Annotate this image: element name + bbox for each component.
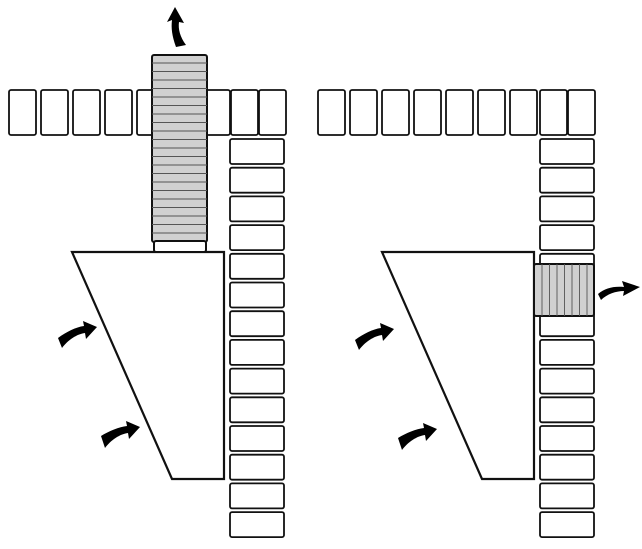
wall-brick	[229, 453, 285, 481]
wall-brick	[539, 453, 595, 481]
ceiling-brick	[509, 89, 538, 136]
range-hood-left	[70, 250, 226, 481]
ceiling-brick	[104, 89, 133, 136]
wall-brick	[229, 310, 285, 338]
ceiling-brick	[567, 89, 596, 136]
wall-brick	[229, 338, 285, 366]
ceiling-brick	[40, 89, 69, 136]
ceiling-brick	[413, 89, 442, 136]
exhaust-arrow-up-icon	[167, 7, 186, 47]
ceiling-brick	[230, 89, 259, 136]
ceiling-brick	[317, 89, 346, 136]
vertical-duct	[151, 54, 208, 253]
wall-brick-column-left	[229, 138, 285, 538]
wall-brick	[539, 396, 595, 424]
wall-brick	[539, 367, 595, 395]
ceiling-brick	[381, 89, 410, 136]
wall-brick	[229, 281, 285, 309]
exhaust-arrow-right-icon	[598, 281, 640, 300]
panel-right	[317, 89, 640, 538]
wall-brick	[539, 338, 595, 366]
wall-brick	[229, 482, 285, 510]
wall-brick	[229, 195, 285, 223]
wall-brick	[539, 224, 595, 252]
wall-brick	[229, 138, 285, 165]
wall-brick	[229, 252, 285, 280]
panel-left	[8, 7, 287, 538]
wall-brick	[539, 425, 595, 452]
wall-brick	[229, 511, 285, 538]
wall-brick	[539, 482, 595, 510]
ceiling-brick	[477, 89, 506, 136]
intake-arrow-left-lower-icon	[101, 421, 140, 448]
wall-brick	[229, 396, 285, 424]
ceiling-brick	[349, 89, 378, 136]
wall-brick	[539, 195, 595, 223]
wall-brick	[539, 511, 595, 538]
intake-arrow-right-upper-icon	[355, 323, 394, 350]
ceiling-brick	[539, 89, 568, 136]
ceiling-brick	[72, 89, 101, 136]
duct-collar	[153, 240, 207, 253]
ceiling-brick	[8, 89, 37, 136]
intake-arrow-right-lower-icon	[398, 423, 437, 450]
wall-brick	[229, 224, 285, 252]
ceiling-brick-row-left	[8, 89, 287, 136]
wall-brick	[229, 166, 285, 194]
intake-arrow-left-upper-icon	[58, 321, 97, 348]
vertical-duct-body	[151, 54, 208, 243]
wall-brick	[539, 138, 595, 165]
ceiling-brick-row-right	[317, 89, 596, 136]
horizontal-duct-body	[533, 263, 595, 317]
ceiling-brick	[445, 89, 474, 136]
wall-brick	[539, 166, 595, 194]
wall-brick	[229, 425, 285, 452]
horizontal-duct	[533, 263, 595, 317]
wall-brick	[229, 367, 285, 395]
ceiling-brick	[258, 89, 287, 136]
range-hood-right	[380, 250, 536, 481]
wall-brick-column-right	[539, 138, 595, 538]
